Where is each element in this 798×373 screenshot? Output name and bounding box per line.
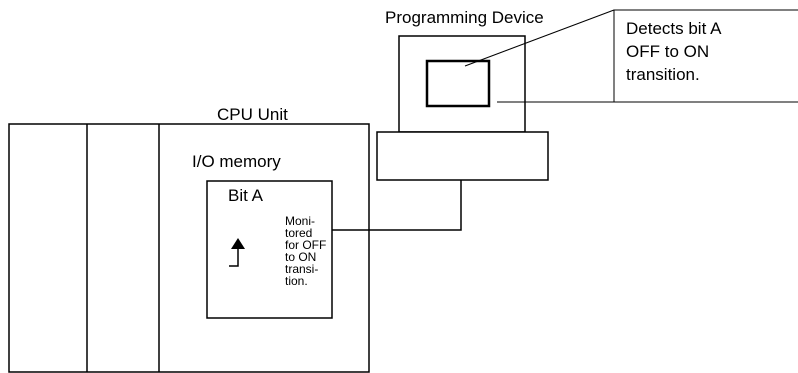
- programming-device: [376, 35, 549, 181]
- programming-device-label: Programming Device: [385, 8, 544, 27]
- bit-a-note-line: tored: [285, 226, 313, 240]
- bit-a-note-line: to ON: [285, 250, 317, 264]
- bit-a-note-line: transi-: [285, 262, 319, 276]
- callout-text-line: OFF to ON: [626, 42, 710, 61]
- bit-a-label: Bit A: [228, 186, 263, 205]
- bit-a-box: [206, 180, 333, 319]
- bit-a-note-line: for OFF: [285, 238, 327, 252]
- callout-text-line: Detects bit A: [626, 19, 722, 38]
- connection-cable: [332, 180, 462, 231]
- io-memory-label: I/O memory: [192, 152, 281, 171]
- cpu-unit-label: CPU Unit: [217, 105, 288, 124]
- callout-box: [613, 9, 798, 103]
- bit-a-note-line: Moni-: [285, 214, 316, 228]
- monitor-screen: [425, 59, 491, 108]
- bit-a-note-line: tion.: [285, 274, 308, 288]
- rising-edge-icon: [229, 238, 245, 267]
- callout-text-line: transition.: [626, 65, 700, 84]
- keyboard-base: [376, 131, 549, 181]
- callout-leader-line: [464, 9, 615, 67]
